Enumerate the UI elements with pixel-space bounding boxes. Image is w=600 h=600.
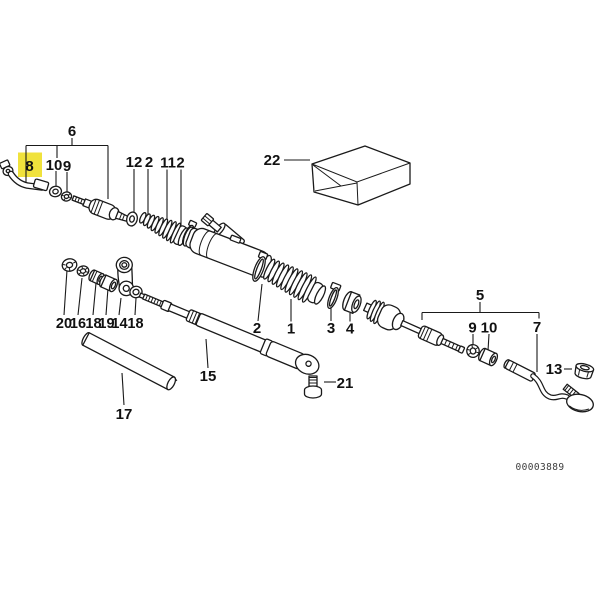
- callout-8-highlighted[interactable]: 8: [25, 158, 33, 175]
- leader-18b: [134, 297, 137, 316]
- callout-15[interactable]: 15: [200, 368, 217, 385]
- callout-13[interactable]: 13: [546, 361, 563, 378]
- part-22-box-drawing: [311, 145, 411, 206]
- leader-10b: [487, 333, 490, 352]
- leader-16: [77, 277, 83, 316]
- part-7-tierod-end-drawing: [503, 359, 594, 413]
- part-21-bolt-drawing: [303, 375, 323, 399]
- part-15-rack-drawing: [138, 292, 320, 375]
- part-19-bushing-drawing: [99, 274, 119, 293]
- part-20-nut-drawing: [61, 258, 78, 272]
- leader-18a: [92, 282, 97, 316]
- callout-9b[interactable]: 9: [468, 320, 476, 337]
- callout-22[interactable]: 22: [264, 152, 281, 169]
- callout-17[interactable]: 17: [116, 406, 133, 423]
- leader-14: [118, 297, 122, 316]
- part-13-nut-drawing: [574, 362, 595, 380]
- callout-5[interactable]: 5: [476, 287, 484, 304]
- callout-20[interactable]: 20: [56, 316, 72, 332]
- leader-15: [205, 338, 209, 369]
- callout-4[interactable]: 4: [346, 321, 355, 338]
- highlight-box-callout-8: [18, 152, 42, 177]
- callout-18a[interactable]: 18: [85, 316, 101, 332]
- callout-10b[interactable]: 10: [481, 320, 498, 337]
- part-1-bellows-drawing: [263, 258, 327, 305]
- part-4-bushing-drawing: [342, 291, 362, 315]
- part-12-washer-drawing: [126, 211, 138, 227]
- callout-21[interactable]: 21: [337, 375, 354, 392]
- part-17-tube-drawing: [81, 332, 178, 391]
- callout-7[interactable]: 7: [533, 319, 541, 336]
- callout-12[interactable]: 12: [126, 154, 143, 171]
- part-11-bellows-drawing: [139, 212, 189, 247]
- callout-11[interactable]: 11: [160, 155, 176, 172]
- part-5-tierod-drawing: [362, 299, 466, 354]
- leader-2c: [257, 283, 263, 322]
- bracket-6: [25, 138, 109, 199]
- part-10b-bushing-drawing: [478, 347, 499, 367]
- part-10a-ring-drawing: [48, 185, 63, 198]
- callout-14[interactable]: 14: [111, 316, 127, 332]
- leader-lines: [25, 138, 572, 406]
- callout-18b[interactable]: 18: [127, 316, 143, 332]
- callout-2a[interactable]: 2: [145, 154, 153, 171]
- callout-19[interactable]: 19: [98, 316, 114, 332]
- leader-17: [121, 372, 125, 406]
- bracket-5: [421, 302, 540, 320]
- callout-2b[interactable]: 2: [176, 155, 184, 172]
- part-9b-ring-drawing: [466, 343, 480, 359]
- part-2c-clamp-drawing: [252, 250, 269, 282]
- callout-6[interactable]: 6: [68, 123, 76, 140]
- part-9a-ring-drawing: [60, 191, 73, 202]
- callout-2c[interactable]: 2: [253, 320, 261, 337]
- part-6-tierod-drawing: [71, 195, 135, 224]
- part-16-washer-drawing: [76, 265, 90, 277]
- callout-3[interactable]: 3: [327, 320, 335, 337]
- gear-housing-drawing: [182, 213, 272, 278]
- callout-16[interactable]: 16: [70, 316, 86, 332]
- leader-19: [105, 287, 109, 316]
- callout-9a[interactable]: 9: [63, 158, 71, 175]
- callout-10a[interactable]: 10: [46, 157, 63, 174]
- part-18b-ring-drawing: [129, 285, 143, 299]
- leader-20: [63, 269, 68, 316]
- diagram-number: 00003889: [516, 462, 565, 473]
- part-3-clamp-drawing: [327, 281, 342, 310]
- part-8-pipe-drawing: [0, 159, 50, 192]
- callout-1[interactable]: 1: [287, 321, 295, 338]
